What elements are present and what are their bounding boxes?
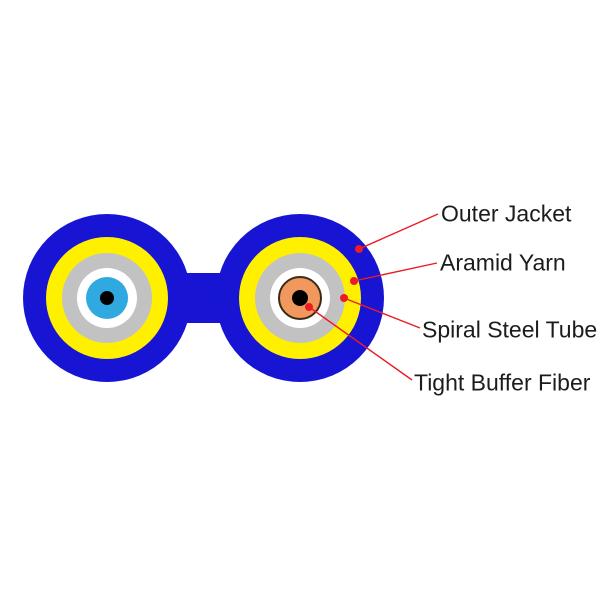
anchor-dot-outer-jacket xyxy=(355,245,363,253)
label-aramid-yarn: Aramid Yarn xyxy=(440,249,566,276)
right-cable-unit xyxy=(216,214,384,382)
leader-line-tight-buffer-fiber xyxy=(308,306,413,381)
tight-buffer-fiber-outline xyxy=(278,276,322,320)
leader-line-outer-jacket xyxy=(358,213,439,250)
label-spiral-steel-tube: Spiral Steel Tube xyxy=(422,316,598,343)
fiber-core-dot xyxy=(292,290,308,306)
label-tight-buffer-fiber: Tight Buffer Fiber xyxy=(414,369,591,396)
left-cable-unit xyxy=(23,214,191,382)
leader-line-spiral-steel-tube xyxy=(343,297,421,329)
anchor-dot-tight-buffer-fiber xyxy=(305,303,313,311)
callout-leaders xyxy=(305,213,439,381)
anchor-dot-aramid-yarn xyxy=(350,277,358,285)
anchor-dot-spiral-steel-tube xyxy=(340,294,348,302)
leader-line-aramid-yarn xyxy=(353,262,438,282)
fiber-core-dot xyxy=(100,291,114,305)
label-outer-jacket: Outer Jacket xyxy=(441,200,572,227)
